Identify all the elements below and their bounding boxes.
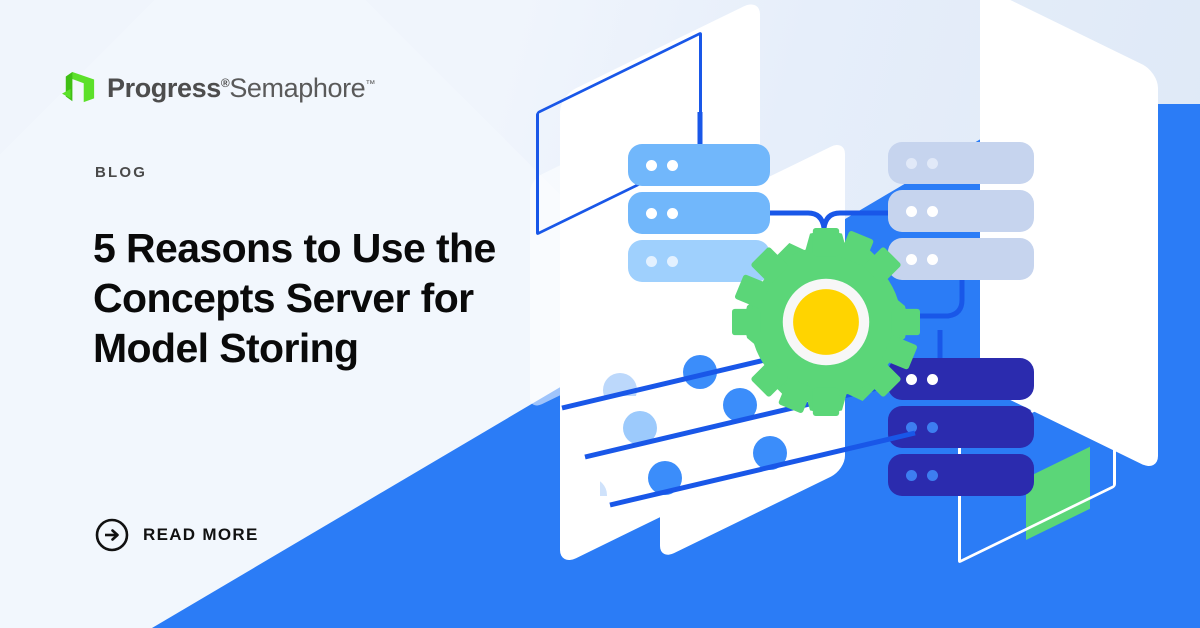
trademark-mark: ™: [365, 78, 375, 90]
rack-led: [927, 253, 938, 265]
rack-led: [927, 421, 938, 433]
rack-led: [927, 157, 938, 169]
brand-name-progress: Progress: [107, 72, 221, 103]
rack-led: [667, 255, 678, 267]
server-rack[interactable]: [888, 142, 1034, 184]
rack-led: [906, 469, 917, 481]
progress-chevron-logo-icon: [62, 71, 95, 103]
registered-mark: ®: [220, 75, 230, 90]
rack-led: [667, 159, 678, 171]
rack-led: [906, 421, 917, 433]
brand-logo-text: Progress®Semaphore™: [107, 72, 375, 103]
rack-led: [646, 159, 657, 171]
brand-logo[interactable]: Progress®Semaphore™: [60, 68, 375, 108]
rack-led: [646, 255, 657, 267]
rack-led: [646, 207, 657, 219]
arrow-right-circle-icon: [95, 518, 129, 552]
server-rack[interactable]: [888, 190, 1034, 232]
rack-led: [906, 157, 917, 169]
rack-led: [927, 205, 938, 217]
eyebrow-label: BLOG: [95, 164, 148, 181]
rack-led: [927, 373, 938, 385]
page-title: 5 Reasons to Use the Concepts Server for…: [93, 225, 496, 372]
rack-led: [906, 205, 917, 217]
rack-led: [667, 207, 678, 219]
server-rack[interactable]: [628, 192, 770, 234]
server-rack[interactable]: [888, 358, 1034, 400]
rack-led: [906, 253, 917, 265]
gear-center: [793, 289, 859, 355]
content-column: Progress®Semaphore™ BLOG 5 Reasons to Us…: [0, 0, 560, 628]
gear-body: [732, 228, 920, 416]
gear-icon: [732, 228, 920, 416]
server-rack[interactable]: [888, 406, 1034, 448]
read-more-button[interactable]: READ MORE: [95, 518, 259, 552]
server-rack[interactable]: [888, 454, 1034, 496]
read-more-label: READ MORE: [143, 525, 259, 544]
rack-led: [927, 469, 938, 481]
brand-name-semaphore: Semaphore: [229, 72, 366, 103]
rack-led: [906, 373, 917, 385]
server-rack[interactable]: [888, 238, 1034, 280]
server-rack[interactable]: [628, 144, 770, 186]
